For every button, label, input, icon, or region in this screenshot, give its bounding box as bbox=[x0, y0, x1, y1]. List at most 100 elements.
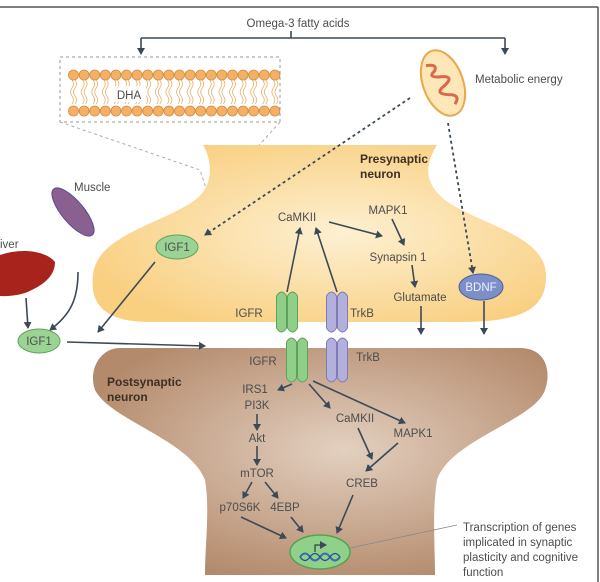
lipid-head bbox=[68, 105, 79, 117]
arrow-igfr-camkii bbox=[286, 227, 303, 293]
lipid-head bbox=[110, 69, 122, 81]
liver-label: iver bbox=[0, 239, 19, 251]
arrow-igf1-out bbox=[97, 261, 156, 333]
muscle-icon bbox=[51, 187, 95, 237]
trkb-pre-label: TrkB bbox=[350, 308, 374, 320]
annotation-line-2: implicated in synaptic bbox=[463, 537, 573, 549]
arrow-igfr-mapk1 bbox=[312, 380, 406, 425]
lipid-head bbox=[258, 69, 270, 81]
lipid-head bbox=[121, 69, 132, 81]
lipid-head bbox=[237, 69, 249, 81]
lipid-head bbox=[248, 105, 260, 117]
lipid-head bbox=[269, 69, 281, 81]
lipid-head bbox=[131, 105, 143, 117]
arrow-camkii-creb bbox=[357, 427, 374, 460]
arrow-liver-to-igf1 bbox=[23, 297, 32, 329]
presynaptic-label-1: Presynaptic bbox=[360, 152, 428, 166]
igf1-peripheral bbox=[17, 328, 61, 354]
dashed-arrow-to-igf1 bbox=[204, 97, 411, 236]
igf1-peripheral-label: IGF1 bbox=[26, 336, 52, 348]
lipid-head bbox=[227, 105, 238, 117]
creb: CREB bbox=[346, 478, 378, 490]
lipid-tail bbox=[197, 79, 205, 105]
arrow-muscle-to-igf1 bbox=[49, 271, 79, 331]
lipid-head bbox=[89, 69, 101, 81]
annotation-line-1: Transcription of genes bbox=[463, 522, 577, 534]
mapk1-pre: MAPK1 bbox=[369, 205, 408, 217]
lipid-tail bbox=[80, 79, 88, 105]
lipid-head bbox=[205, 69, 217, 81]
lipid-head bbox=[184, 105, 196, 117]
bdnf-label: BDNF bbox=[465, 282, 496, 294]
nucleus-dna-icon bbox=[289, 534, 351, 570]
liver-icon bbox=[0, 250, 55, 297]
glutamate-pre: Glutamate bbox=[393, 292, 446, 304]
lipid-tail bbox=[229, 79, 236, 105]
arrow-igf1-to-post bbox=[66, 341, 206, 350]
arrow-mtor-p70s6k bbox=[242, 481, 253, 499]
arrow-creb-nucleus bbox=[335, 494, 354, 534]
lipid-tail bbox=[176, 79, 183, 105]
dha-box bbox=[59, 56, 281, 123]
lipid-tail bbox=[207, 79, 215, 105]
camkii-post: CaMKII bbox=[336, 413, 374, 425]
lipid-head bbox=[216, 105, 228, 117]
postsynaptic-label-2: neuron bbox=[107, 390, 148, 404]
lipid-head bbox=[78, 69, 90, 81]
lipid-head bbox=[174, 105, 185, 117]
lipid-tail bbox=[271, 79, 279, 105]
igfr-receptor-post-icon bbox=[286, 337, 308, 383]
metabolic-energy-label: Metabolic energy bbox=[475, 74, 563, 86]
lipid-head bbox=[121, 105, 132, 117]
mapk1-post: MAPK1 bbox=[394, 428, 433, 440]
lipid-head bbox=[163, 105, 175, 117]
arrow-p70s6k-nucleus bbox=[240, 516, 287, 540]
trkb-post-label: TrkB bbox=[356, 352, 380, 364]
lipid-bilayer bbox=[68, 69, 281, 117]
akt: Akt bbox=[249, 433, 266, 445]
lipid-tail bbox=[101, 79, 109, 105]
dashed-arrow-to-bdnf bbox=[447, 122, 476, 274]
arrow-mapk1-synapsin bbox=[391, 218, 406, 246]
muscle-label: Muscle bbox=[74, 182, 110, 194]
lipid-head bbox=[131, 69, 143, 81]
trkb-receptor-pre-icon bbox=[326, 291, 348, 333]
lipid-head bbox=[248, 69, 260, 81]
igf1-presynaptic bbox=[155, 234, 199, 260]
dha-label-bg bbox=[112, 86, 146, 102]
lipid-head bbox=[174, 69, 185, 81]
trkb-receptor-post-icon bbox=[326, 337, 348, 383]
arrow-trkb-camkii bbox=[314, 227, 338, 293]
pi3k: PI3K bbox=[245, 400, 270, 412]
igfr-post-label: IGFR bbox=[249, 356, 276, 368]
lipid-tail bbox=[154, 79, 162, 105]
arrow-synapsin-glutamate bbox=[410, 264, 419, 288]
lipid-head bbox=[99, 69, 111, 81]
lipid-head bbox=[89, 105, 101, 117]
lipid-head bbox=[258, 105, 270, 117]
lipid-tail bbox=[260, 79, 268, 105]
bracket bbox=[141, 31, 505, 39]
arrow-igfr-irs1 bbox=[277, 383, 293, 392]
irs1: IRS1 bbox=[242, 384, 268, 396]
lipid-head bbox=[110, 105, 122, 117]
postsynaptic-label-1: Postsynaptic bbox=[107, 375, 182, 389]
lipid-head bbox=[152, 69, 164, 81]
lipid-head bbox=[142, 69, 154, 81]
mtor: mTOR bbox=[240, 468, 274, 480]
lipid-head bbox=[163, 69, 175, 81]
lipid-head bbox=[195, 69, 207, 81]
arrow-4ebp-nucleus bbox=[290, 516, 304, 533]
arrow-camkii-synapsin bbox=[328, 221, 383, 239]
lipid-head bbox=[78, 105, 90, 117]
lipid-tail bbox=[250, 79, 258, 105]
arrow-igfr-camkii bbox=[308, 383, 331, 409]
lipid-head bbox=[195, 105, 207, 117]
annotation-leader bbox=[349, 524, 458, 549]
omega3-label: Omega-3 fatty acids bbox=[247, 18, 350, 30]
lipid-tail bbox=[239, 79, 247, 105]
annotation-line-4: function bbox=[463, 567, 503, 579]
synapsin-pre: Synapsin 1 bbox=[370, 252, 427, 264]
